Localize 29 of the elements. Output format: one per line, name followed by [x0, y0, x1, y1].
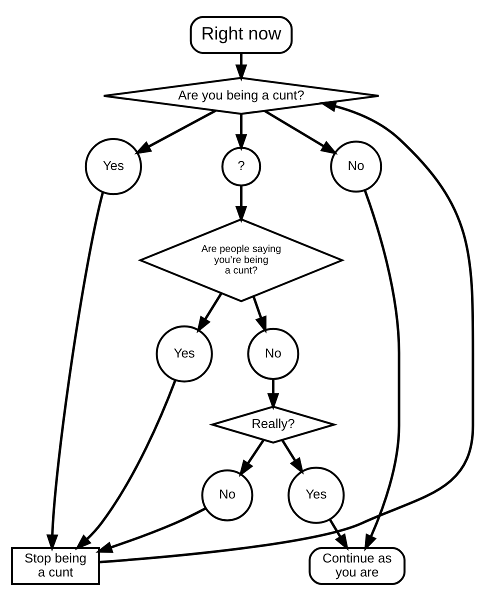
arrow: [267, 378, 280, 410]
arrow: [99, 100, 474, 563]
node-box: Right now: [190, 16, 293, 54]
node-circle: Yes: [156, 324, 213, 382]
node-circle: ?: [221, 146, 262, 186]
arrow: [235, 113, 248, 151]
node-circle: No: [247, 327, 300, 380]
arrow: [238, 438, 265, 476]
arrow: [364, 189, 400, 551]
arrow: [134, 109, 216, 154]
arrow: [95, 506, 206, 552]
node-circle: Yes: [84, 138, 142, 195]
arrow: [46, 192, 104, 551]
node-circle: No: [201, 468, 254, 521]
node-diamond: Really?: [208, 405, 338, 444]
arrow: [196, 292, 222, 333]
node-circle: No: [330, 140, 382, 192]
arrow: [235, 52, 248, 81]
arrow: [74, 379, 176, 550]
arrow: [328, 518, 349, 550]
arrow: [252, 296, 266, 333]
node-circle: Yes: [288, 466, 345, 524]
node-diamond: Are you being a cunt?: [102, 76, 380, 114]
node-box: Stop being a cunt: [11, 546, 100, 584]
arrow: [264, 109, 338, 154]
arrow: [235, 185, 248, 222]
arrow: [281, 439, 304, 474]
node-box: Continue as you are: [308, 546, 406, 584]
node-diamond: Are people saying you’re being a cunt?: [138, 218, 345, 302]
